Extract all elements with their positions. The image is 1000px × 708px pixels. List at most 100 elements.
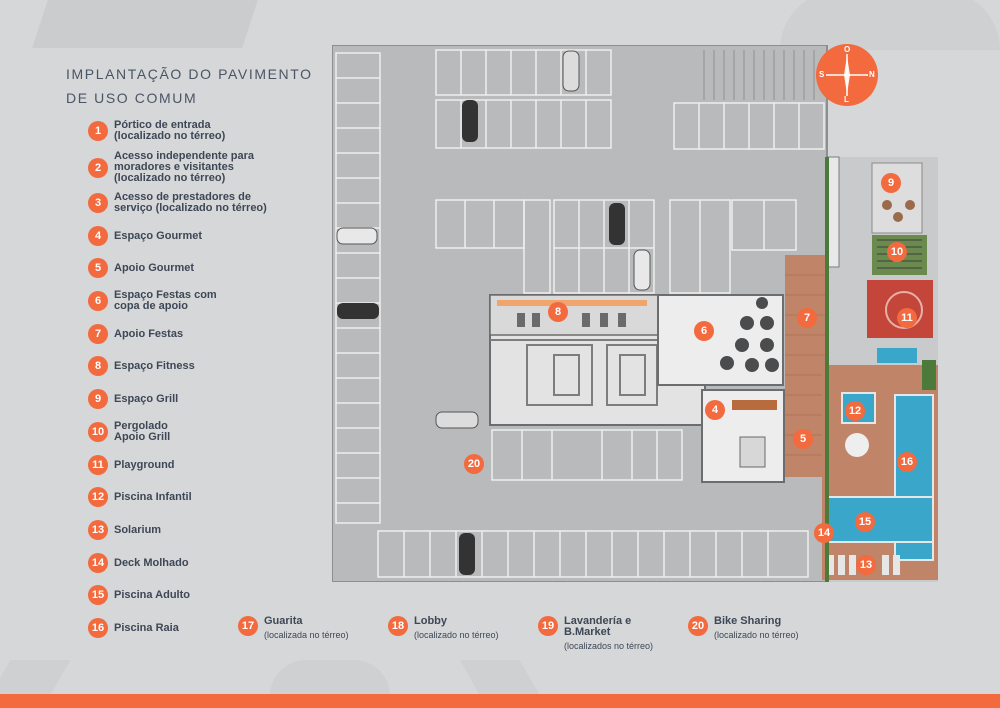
plan-marker-7: 7 (797, 308, 817, 328)
fitness-counter (497, 300, 647, 306)
sun-loungers (827, 555, 900, 575)
legend-label: moradores e visitantes (114, 161, 234, 173)
plan-marker-12: 12 (845, 401, 865, 421)
legend-badge: 1 (88, 121, 108, 141)
legend-badge: 9 (88, 389, 108, 409)
playground-dome (885, 291, 923, 329)
page-title: IMPLANTAÇÃO DO PAVIMENTO DE USO COMUM (66, 62, 336, 110)
legend-label: Acesso independente para (114, 150, 254, 162)
legend-badge: 6 (88, 291, 108, 311)
legend-item-12: 12 Piscina Infantil (88, 487, 192, 507)
plan-marker-16: 16 (897, 452, 917, 472)
grill-area (871, 162, 923, 234)
legend-sublabel: (localizada no térreo) (264, 630, 349, 640)
legend-item-5: 5 Apoio Gourmet (88, 258, 194, 278)
plan-marker-20: 20 (464, 454, 484, 474)
legend-item-9: 9 Espaço Grill (88, 389, 178, 409)
plan-marker-10: 10 (887, 242, 907, 262)
ramp-stripes (703, 50, 815, 100)
compass-icon: O L S N (816, 44, 878, 106)
legend-label: Playground (114, 458, 175, 471)
decor-shape (0, 660, 71, 696)
legend-label: Apoio Festas (114, 327, 184, 340)
umbrella (845, 433, 869, 457)
legend-label: serviço (localizado no térreo) (114, 202, 267, 214)
plan-marker-11: 11 (897, 308, 917, 328)
plan-marker-4: 4 (705, 400, 725, 420)
plan-marker-15: 15 (855, 512, 875, 532)
car (609, 203, 625, 245)
parking-stalls-middle (435, 199, 797, 294)
legend-label: Apoio Grill (114, 431, 171, 443)
decor-shape (780, 0, 1000, 50)
legend-item-17: 17 Guarita(localizada no térreo) (238, 616, 349, 641)
adult-pool (826, 496, 934, 543)
decor-shape (32, 0, 258, 48)
plan-marker-9: 9 (881, 173, 901, 193)
legend-badge: 14 (88, 553, 108, 573)
hedge (922, 360, 936, 390)
legend-label: (localizado no térreo) (114, 130, 226, 142)
legend-item-11: 11 Playground (88, 455, 175, 475)
decor-shape (459, 660, 541, 696)
legend-item-8: 8 Espaço Fitness (88, 356, 195, 376)
fitness-equipment (517, 313, 626, 327)
legend-label: Lobby (414, 615, 447, 627)
legend-label: Acesso de prestadores de (114, 191, 251, 203)
footer-bar (0, 694, 1000, 708)
legend-label: Bike Sharing (714, 615, 782, 627)
legend-label: Espaço Grill (114, 392, 179, 405)
gourmet-counter (732, 400, 777, 410)
legend-item-14: 14 Deck Molhado (88, 553, 189, 573)
playground-water (877, 348, 917, 363)
legend-badge: 15 (88, 585, 108, 605)
legend-label: Solarium (114, 523, 162, 536)
legend-item-4: 4 Espaço Gourmet (88, 226, 202, 246)
floor-plan (332, 45, 938, 582)
legend-item-13: 13 Solarium (88, 520, 161, 540)
legend-label: Espaço Gourmet (114, 229, 203, 242)
legend-sublabel: (localizado no térreo) (714, 630, 799, 640)
legend-label: Pórtico de entrada (114, 119, 211, 131)
car (435, 411, 479, 429)
compass-label-s: S (819, 70, 825, 79)
legend-label: Piscina Raia (114, 621, 179, 634)
legend-badge: 2 (88, 157, 108, 178)
legend-label: (localizado no térreo) (114, 172, 226, 184)
legend-badge: 10 (88, 422, 108, 442)
compass-rose-icon (826, 54, 868, 96)
legend-badge: 7 (88, 324, 108, 344)
title-line-1: IMPLANTAÇÃO DO PAVIMENTO (66, 66, 313, 82)
legend-label: Espaço Festas com (114, 289, 217, 301)
legend-label: Pergolado (114, 420, 168, 432)
legend-badge: 18 (388, 616, 408, 636)
legend-item-20: 20 Bike Sharing(localizado no térreo) (688, 616, 799, 641)
legend-item-16: 16 Piscina Raia (88, 618, 179, 638)
legend-badge: 4 (88, 226, 108, 246)
legend-badge: 13 (88, 520, 108, 540)
legend-label: Piscina Infantil (114, 490, 192, 503)
legend-badge: 16 (88, 618, 108, 638)
legend-badge: 3 (88, 193, 108, 213)
plan-marker-5: 5 (793, 429, 813, 449)
decor-shape (270, 660, 390, 696)
car (337, 303, 379, 319)
legend-badge: 8 (88, 356, 108, 376)
compass-label-l: L (844, 95, 849, 104)
car (562, 50, 580, 92)
plan-marker-13: 13 (856, 555, 876, 575)
legend-item-15: 15 Piscina Adulto (88, 585, 190, 605)
car (336, 227, 378, 245)
car (462, 100, 478, 142)
party-tables (720, 297, 779, 372)
plan-marker-6: 6 (694, 321, 714, 341)
legend-item-18: 18 Lobby(localizado no térreo) (388, 616, 499, 641)
parking-stalls-left (335, 52, 381, 524)
grill-tables (882, 200, 915, 222)
legend-badge: 11 (88, 455, 108, 475)
gourmet-table (739, 436, 766, 468)
